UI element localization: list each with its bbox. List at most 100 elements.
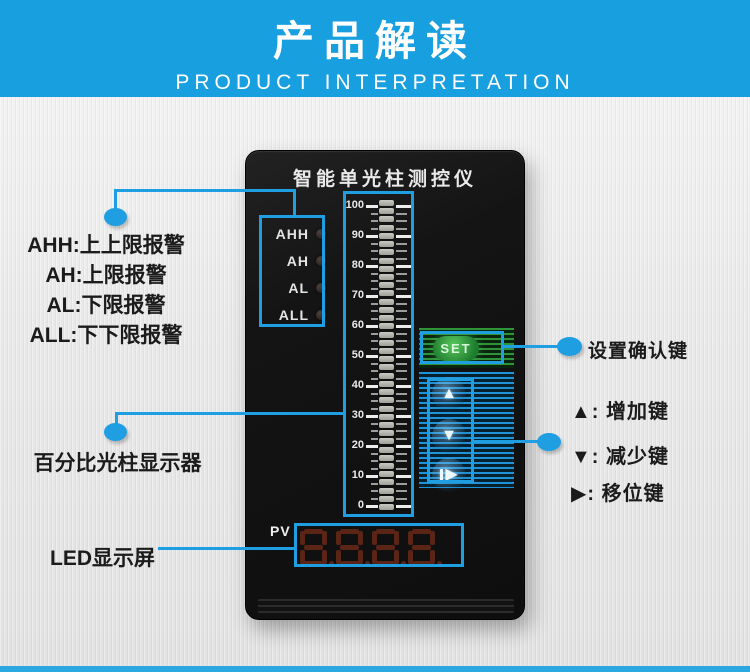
scale-tick-minor bbox=[371, 377, 378, 380]
segment-d bbox=[340, 560, 359, 566]
scale-tick-minor bbox=[396, 310, 407, 312]
scale-tick-minor bbox=[396, 220, 407, 222]
led-dot bbox=[316, 229, 326, 239]
alarm-legend-line-all: ALL:下下限报警 bbox=[29, 324, 183, 347]
segment-b bbox=[322, 530, 327, 545]
scale-tick-minor bbox=[371, 400, 378, 402]
increase-button[interactable]: ▲ bbox=[432, 377, 466, 411]
alarm-indicator-label: AH bbox=[286, 253, 309, 269]
bargraph-segment bbox=[379, 323, 394, 330]
alarm-indicator-all: ALL bbox=[264, 307, 326, 323]
scale-tick-minor bbox=[371, 362, 378, 365]
scale-tick-major bbox=[396, 445, 412, 448]
segment-c bbox=[394, 549, 399, 564]
scale-tick-major bbox=[366, 265, 378, 268]
segment-d bbox=[412, 560, 431, 566]
bargraph-segment bbox=[379, 339, 394, 346]
scale-label: 10 bbox=[351, 469, 364, 481]
callout-box-led-display bbox=[294, 523, 464, 567]
bargraph-segment bbox=[379, 208, 394, 215]
seven-segment-digit bbox=[336, 528, 370, 566]
bargraph-segment bbox=[379, 454, 394, 461]
segment-d bbox=[304, 560, 323, 566]
scale-tick-minor bbox=[371, 310, 378, 312]
segment-g bbox=[376, 544, 395, 550]
led-display bbox=[300, 528, 466, 566]
bargraph-segment bbox=[379, 495, 394, 502]
segment-a bbox=[412, 528, 431, 534]
decrease-button[interactable]: ▼ bbox=[432, 419, 466, 453]
scale-tick-major bbox=[366, 445, 378, 448]
device-title: 智能单光柱测控仪 bbox=[292, 169, 477, 190]
scale-label: 40 bbox=[351, 379, 364, 391]
pv-label: PV bbox=[270, 523, 291, 539]
scale-tick-minor bbox=[396, 317, 407, 320]
scale-tick-major bbox=[366, 205, 378, 208]
scale-tick-minor bbox=[371, 452, 378, 455]
scale-tick-minor bbox=[396, 362, 407, 365]
bargraph-segment bbox=[379, 249, 394, 256]
bargraph-segment bbox=[379, 282, 394, 289]
scale-tick-minor bbox=[371, 227, 378, 230]
scale-tick-minor bbox=[371, 257, 378, 260]
banner-title: 产品解读 bbox=[273, 18, 477, 64]
segment-f bbox=[408, 530, 413, 545]
panel-vent-ridges bbox=[258, 599, 514, 613]
scale-tick-major bbox=[396, 235, 412, 238]
bargraph-segment bbox=[379, 306, 394, 313]
scale-tick-minor bbox=[396, 490, 407, 492]
shift-button[interactable]: ▶ bbox=[432, 458, 466, 492]
scale-label: 50 bbox=[351, 349, 364, 361]
callout-line-keypad bbox=[473, 440, 541, 443]
scale-tick-major bbox=[366, 355, 378, 358]
segment-dp bbox=[365, 560, 370, 566]
scale-tick-major bbox=[396, 355, 412, 358]
set-button[interactable]: SET bbox=[433, 336, 479, 361]
bargraph-segment bbox=[379, 265, 394, 272]
scale-tick-minor bbox=[396, 422, 407, 425]
shift-icon: ▶ bbox=[445, 466, 458, 483]
bargraph-segment bbox=[379, 364, 394, 371]
scale-tick-minor bbox=[371, 242, 378, 245]
scale-tick-major bbox=[396, 325, 412, 328]
bargraph-segment bbox=[379, 438, 394, 445]
bargraph-segment bbox=[379, 200, 394, 206]
bargraph-segment bbox=[379, 257, 394, 264]
scale-tick-major bbox=[366, 385, 378, 388]
scale-label: 20 bbox=[351, 439, 364, 451]
scale-label: 100 bbox=[345, 199, 364, 211]
scale-tick-minor bbox=[371, 212, 378, 215]
segment-c bbox=[322, 549, 327, 564]
callout-line-led-display bbox=[158, 547, 295, 550]
led-dot bbox=[316, 283, 326, 293]
scale-tick-minor bbox=[371, 422, 378, 425]
scale-tick-minor bbox=[371, 497, 378, 500]
scale-tick-minor bbox=[371, 332, 378, 335]
scale-tick-minor bbox=[396, 302, 407, 305]
segment-g bbox=[340, 544, 359, 550]
scale-tick-minor bbox=[371, 370, 378, 372]
callout-dot-bargraph bbox=[104, 423, 127, 441]
scale-tick-minor bbox=[371, 407, 378, 410]
segment-e bbox=[408, 549, 413, 564]
segment-c bbox=[358, 549, 363, 564]
scale-tick-minor bbox=[396, 400, 407, 402]
seven-segment-digit bbox=[408, 528, 442, 566]
banner: 产品解读 PRODUCT INTERPRETATION bbox=[0, 0, 750, 97]
scale-tick-major bbox=[366, 415, 378, 418]
bargraph-segment bbox=[379, 504, 394, 511]
callout-box-keypad bbox=[427, 378, 474, 483]
segment-b bbox=[394, 530, 399, 545]
scale-tick-major bbox=[366, 235, 378, 238]
bargraph-segment bbox=[379, 463, 394, 470]
callout-line-alarm-drop bbox=[293, 189, 296, 216]
callout-line-bargraph-horizontal bbox=[115, 412, 344, 415]
callout-box-bargraph bbox=[343, 191, 414, 517]
scale-label: 30 bbox=[351, 409, 364, 421]
bargraph-segment bbox=[379, 479, 394, 486]
segment-dp bbox=[437, 560, 442, 566]
scale-tick-minor bbox=[371, 392, 378, 395]
bargraph-segment bbox=[379, 315, 394, 322]
scale-tick-minor bbox=[371, 250, 378, 252]
